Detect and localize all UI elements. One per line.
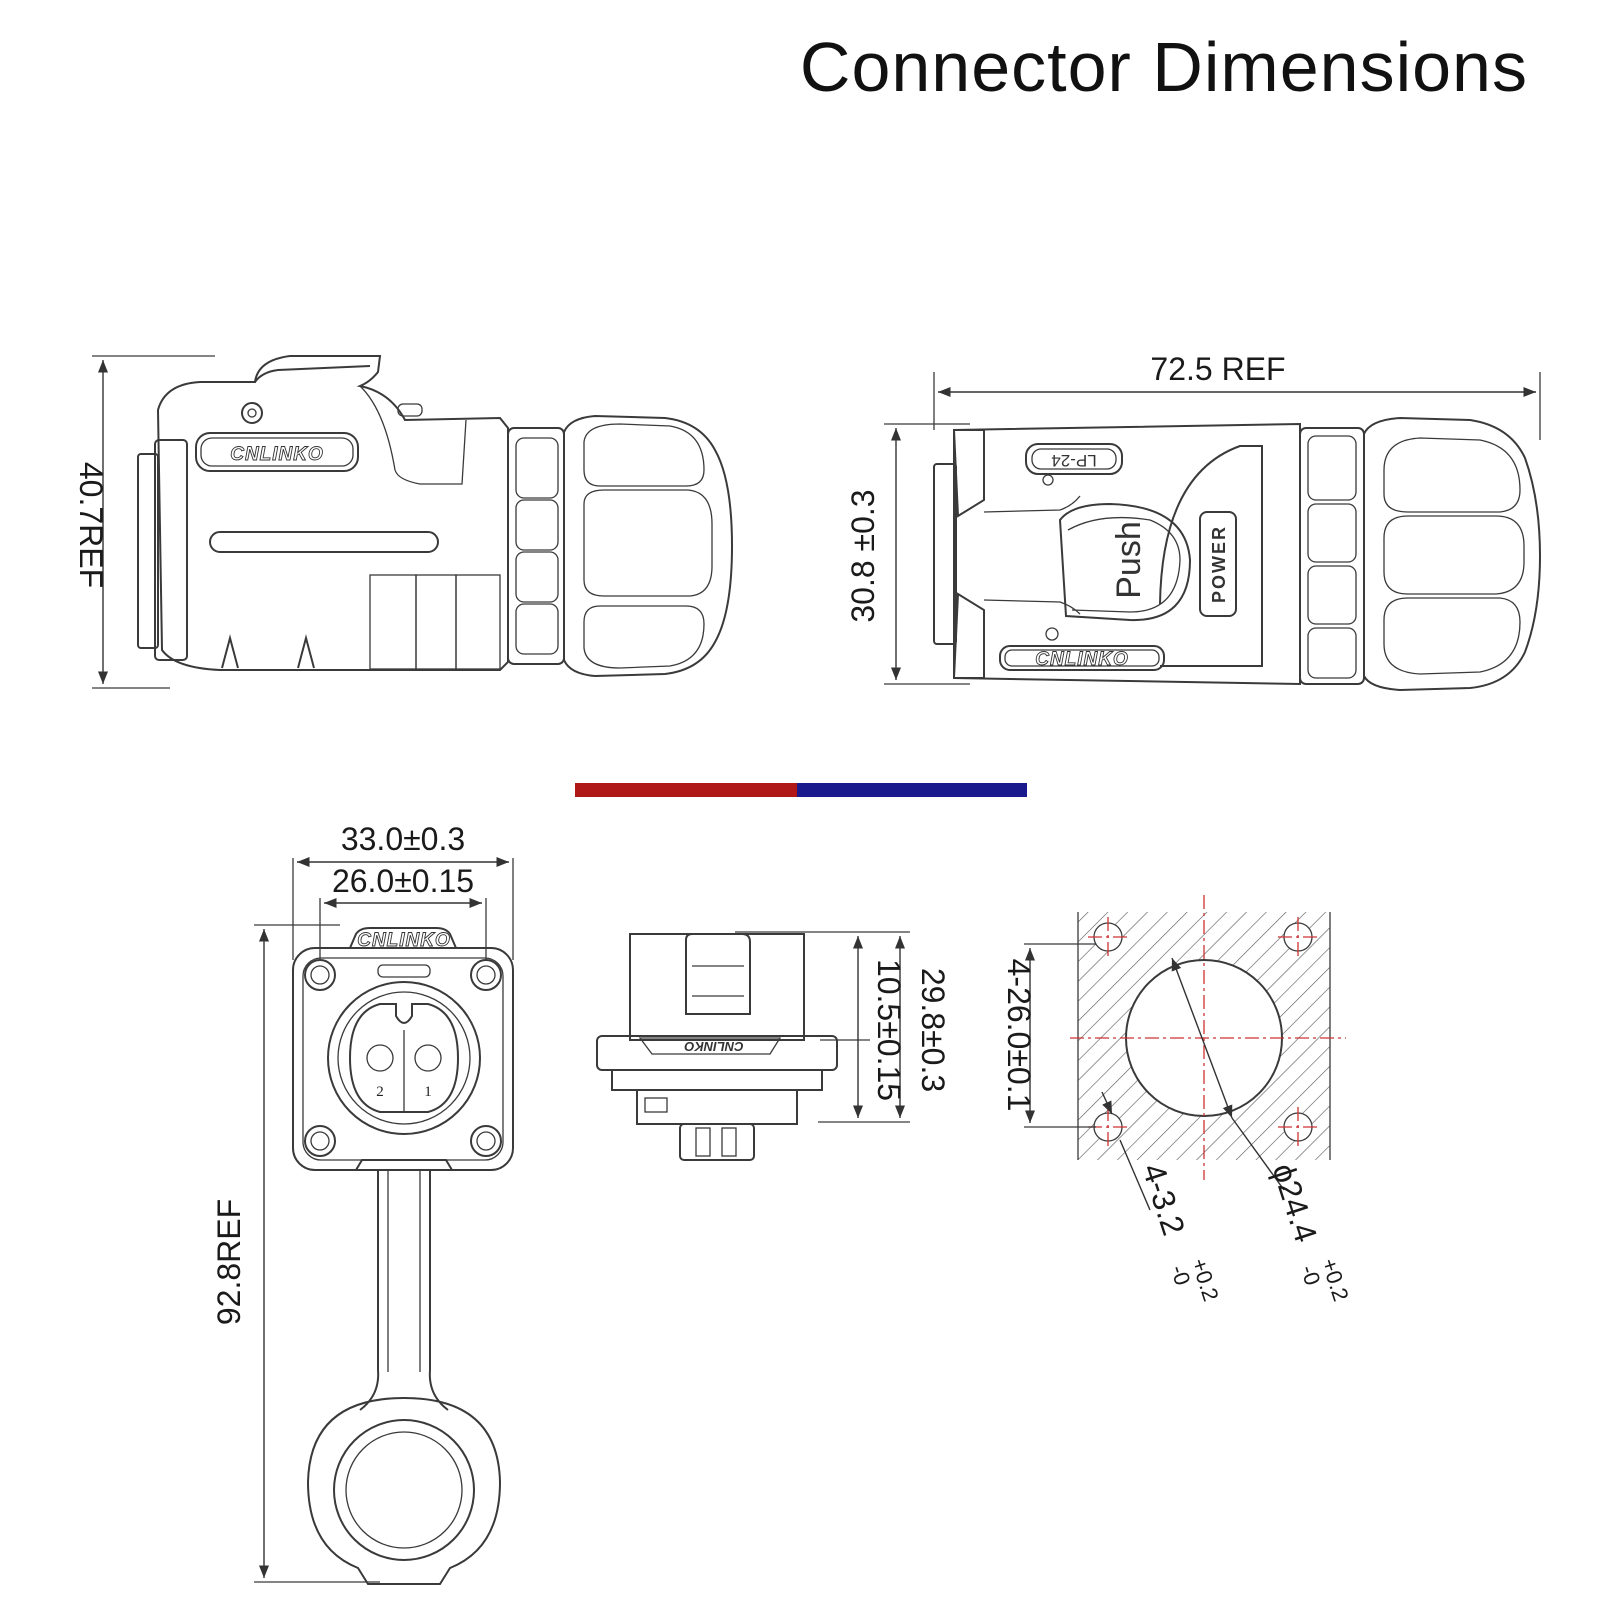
top-brand-label: CNLINKO	[1035, 649, 1129, 670]
brand-label: CNLINKO	[230, 444, 324, 465]
model-label: LP-24	[1051, 451, 1096, 470]
pin-1-contact	[414, 1044, 442, 1072]
front-view: 33.0±0.3 26.0±0.15 92.8REF CNLINKO 2	[211, 821, 514, 1585]
front-height-label: 92.8REF	[211, 1199, 247, 1325]
pin-2-label: 2	[376, 1084, 384, 1100]
power-label: POWER	[1209, 525, 1229, 603]
top-view: 72.5 REF 30.8 ±0.3 LP-24 Push POWER CNLI…	[845, 351, 1542, 692]
profile-view: 29.8±0.3 10.5±0.15 CNLINKO	[596, 931, 951, 1161]
front-inner-width-label: 26.0±0.15	[332, 863, 474, 899]
top-height-label: 30.8 ±0.3	[845, 489, 881, 622]
power-badge	[1199, 511, 1237, 617]
cutout-hole-dia-label: 4-3.2	[1135, 1159, 1192, 1239]
mounting-holes	[304, 959, 502, 1157]
screw-icon	[241, 402, 263, 424]
front-outer-width-label: 33.0±0.3	[341, 821, 465, 857]
profile-brand-label: CNLINKO	[684, 1039, 743, 1054]
side-height-label: 40.7REF	[73, 462, 109, 588]
profile-flange-height-label: 10.5±0.15	[871, 959, 907, 1101]
cutout-center-tol-minus: -0	[1296, 1262, 1326, 1288]
pin-2-contact	[366, 1044, 394, 1072]
push-button	[1058, 502, 1192, 622]
center-dia-annotation: ϕ24.4 +0.2 -0	[1265, 1159, 1353, 1304]
push-label: Push	[1110, 521, 1148, 599]
brand-logo: CNLINKO	[195, 432, 359, 472]
top-length-label: 72.5 REF	[1150, 351, 1285, 387]
dust-cap	[306, 1396, 502, 1585]
cutout-hole-spacing-label: 4-26.0±0.1	[1001, 959, 1037, 1112]
pin-1-label: 1	[424, 1084, 432, 1100]
page-title: Connector Dimensions	[799, 28, 1528, 106]
side-view: 40.7REF CNLINKO	[73, 355, 734, 689]
cutout-center-dia-label: ϕ24.4	[1265, 1159, 1324, 1246]
color-separator	[575, 783, 1027, 797]
profile-total-height-label: 29.8±0.3	[915, 968, 951, 1092]
hole-dia-annotation: 4-3.2 +0.2 -0	[1135, 1159, 1223, 1304]
panel-cutout-view: 4-26.0±0.1 4-3.2 +0.2 -0 ϕ24.4 +0.2 -0	[1001, 895, 1354, 1304]
cutout-hole-tol-minus: -0	[1166, 1262, 1196, 1288]
separator-blue-bar	[797, 783, 1027, 797]
front-brand-label: CNLINKO	[357, 930, 451, 951]
separator-red-bar	[575, 783, 797, 797]
